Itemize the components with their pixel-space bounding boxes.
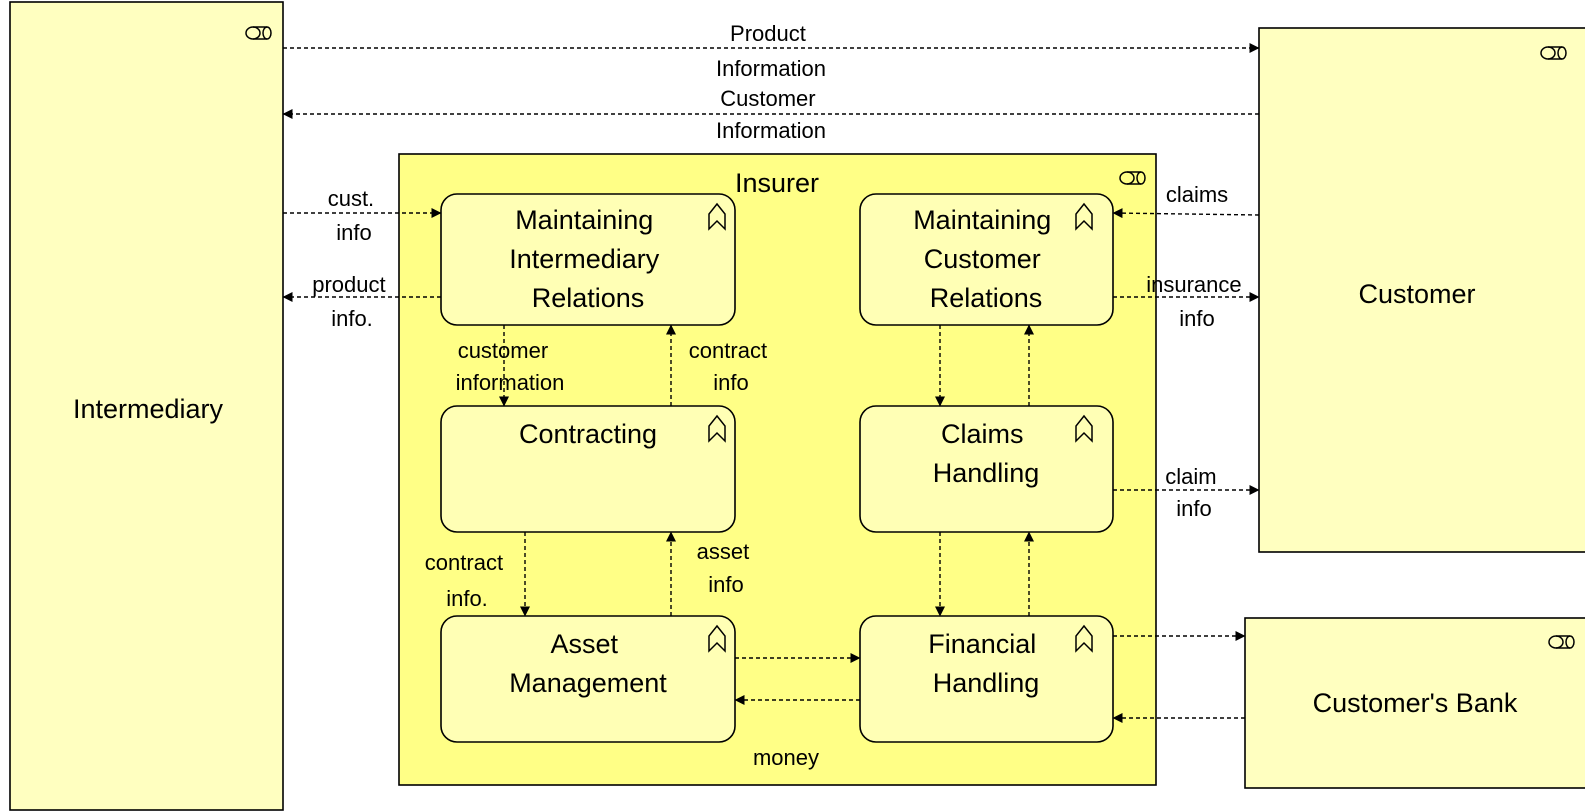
flow-customer-information[interactable]: Customer Information bbox=[282, 86, 1259, 143]
function-label: Maintaining Customer Relations bbox=[913, 205, 1059, 313]
function-chevron-icon bbox=[1075, 624, 1093, 653]
role-icon bbox=[245, 26, 272, 40]
flow-product-info[interactable]: product info. bbox=[282, 272, 441, 331]
function-chevron-icon bbox=[708, 414, 726, 443]
customer-label: Customer bbox=[1358, 279, 1475, 309]
flow-contract-info-down[interactable]: contract info. bbox=[425, 532, 530, 617]
customer-actor[interactable]: Customer bbox=[1258, 27, 1585, 553]
function-chevron-icon bbox=[1075, 414, 1093, 443]
flow-label: product info. bbox=[312, 272, 392, 331]
flow-label: money bbox=[753, 745, 819, 770]
flow-label: asset info bbox=[697, 539, 756, 597]
flow-label: cust. info bbox=[328, 186, 381, 245]
flow-claims[interactable]: claims bbox=[1112, 182, 1260, 219]
insurer-label: Insurer bbox=[735, 168, 819, 198]
function-maintaining-customer-relations[interactable]: Maintaining Customer Relations bbox=[859, 193, 1114, 326]
customers-bank-label: Customer's Bank bbox=[1313, 688, 1518, 718]
flow-contract-info-up[interactable]: contract info bbox=[666, 324, 773, 406]
customers-bank-actor[interactable]: Customer's Bank bbox=[1244, 617, 1585, 789]
function-label: Financial Handling bbox=[928, 629, 1044, 698]
flow-insurance-info[interactable]: insurance info bbox=[1113, 272, 1260, 331]
intermediary-actor[interactable]: Intermediary bbox=[9, 1, 284, 811]
function-chevron-icon bbox=[708, 202, 726, 231]
function-label: Maintaining Intermediary Relations bbox=[509, 205, 667, 313]
intermediary-label: Intermediary bbox=[73, 394, 224, 424]
function-asset-management[interactable]: Asset Management bbox=[440, 615, 736, 743]
function-contracting[interactable]: Contracting bbox=[440, 405, 736, 533]
function-financial-handling[interactable]: Financial Handling bbox=[859, 615, 1114, 743]
function-maintaining-intermediary-relations[interactable]: Maintaining Intermediary Relations bbox=[440, 193, 736, 326]
flow-label: contract info. bbox=[425, 550, 509, 611]
function-label: Claims Handling bbox=[933, 419, 1040, 488]
flow-label: claims bbox=[1166, 182, 1228, 207]
flow-cust-info[interactable]: cust. info bbox=[283, 186, 442, 245]
flow-label: claim info bbox=[1165, 464, 1222, 521]
function-chevron-icon bbox=[708, 624, 726, 653]
role-icon bbox=[1119, 171, 1146, 185]
role-icon bbox=[1548, 635, 1575, 649]
flow-product-information[interactable]: Product Information bbox=[283, 21, 1260, 81]
function-claims-handling[interactable]: Claims Handling bbox=[859, 405, 1114, 533]
flow-label: customer information bbox=[456, 338, 565, 395]
flow-asset-info[interactable]: asset info bbox=[666, 531, 756, 616]
function-chevron-icon bbox=[1075, 202, 1093, 231]
function-label: Contracting bbox=[519, 419, 657, 449]
flow-label: contract info bbox=[689, 338, 773, 395]
role-icon bbox=[1540, 46, 1567, 60]
flow-label: insurance info bbox=[1146, 272, 1248, 331]
flow-label: Customer Information bbox=[716, 86, 826, 143]
flow-money[interactable]: money bbox=[734, 695, 860, 770]
function-label: Asset Management bbox=[509, 629, 667, 698]
flow-customer-information-internal[interactable]: customer information bbox=[456, 325, 565, 407]
flow-label: Product Information bbox=[716, 21, 826, 81]
flow-claim-info[interactable]: claim info bbox=[1113, 464, 1260, 521]
